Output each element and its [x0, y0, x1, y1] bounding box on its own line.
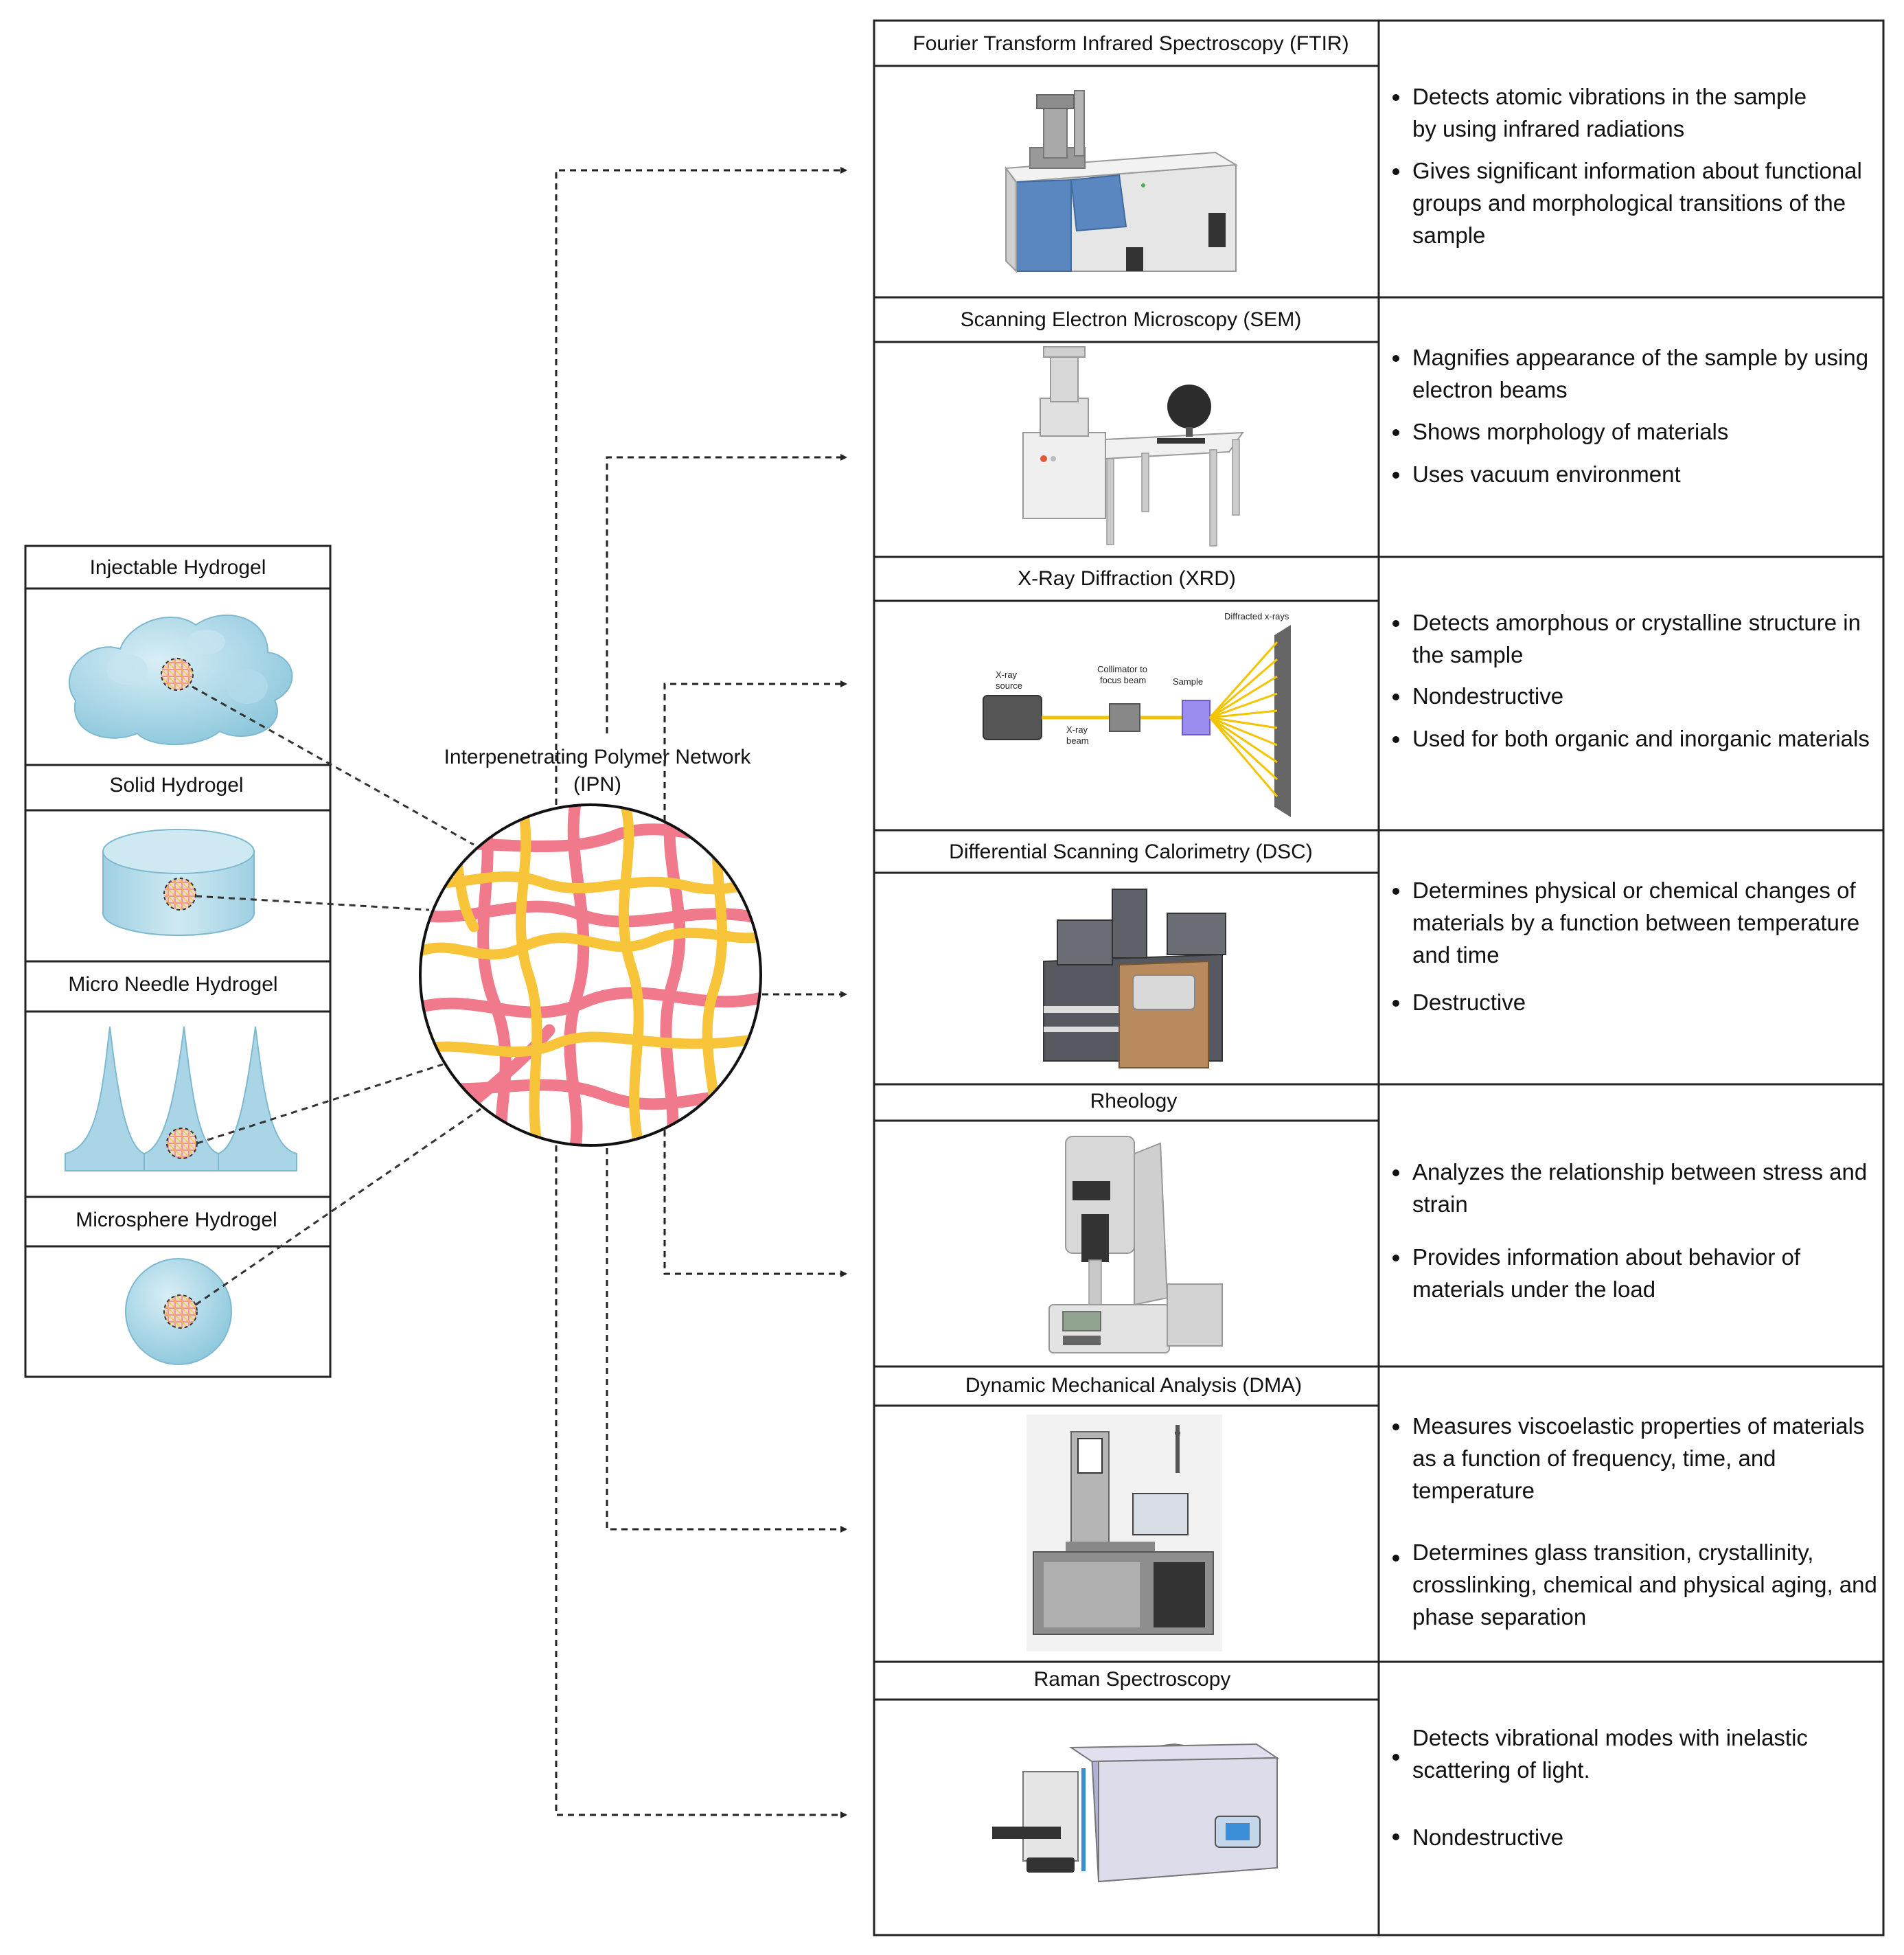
hydrogel-panel: Injectable Hydrogel Solid Hydrogel Micro…: [24, 545, 332, 1378]
bullet-text: Used for both organic and inorganic mate…: [1412, 726, 1870, 751]
bullet-text: Gives significant information about func…: [1412, 158, 1862, 183]
bullet-text: Detects atomic vibrations in the sample: [1412, 84, 1806, 109]
bullet-text: Nondestructive: [1412, 683, 1563, 709]
dsc-instrument-icon: [1043, 889, 1226, 1068]
dma-instrument-icon: [1026, 1415, 1222, 1651]
technique-title-sem: Scanning Electron Microscopy (SEM): [961, 308, 1302, 331]
bullet-text: and time: [1412, 942, 1500, 968]
technique-connectors: [555, 167, 847, 1818]
ftir-instrument-icon: [1005, 90, 1239, 273]
xrd-label-source: source: [996, 681, 1022, 691]
ipn-network: Interpenetrating Polymer Network (IPN): [419, 746, 762, 1147]
bullet-text: strain: [1412, 1191, 1468, 1217]
xrd-label-diffracted: Diffracted x-rays: [1224, 611, 1289, 621]
bullet-text: Destructive: [1412, 990, 1526, 1015]
technique-title-dsc: Differential Scanning Calorimetry (DSC): [949, 841, 1313, 863]
technique-title-xrd: X-Ray Diffraction (XRD): [1018, 567, 1236, 590]
bullet-text: electron beams: [1412, 377, 1568, 402]
rheometer-icon: [1048, 1136, 1223, 1353]
bullet-text: Provides information about behavior of: [1412, 1244, 1801, 1270]
bullet-text: phase separation: [1412, 1604, 1586, 1630]
technique-title-dma: Dynamic Mechanical Analysis (DMA): [965, 1374, 1302, 1397]
hydrogel-connectors: [192, 685, 481, 1306]
hydrogel-title-injectable: Injectable Hydrogel: [90, 556, 266, 579]
bullet-text: Detects vibrational modes with inelastic: [1412, 1725, 1808, 1750]
bullet-text: Nondestructive: [1412, 1825, 1563, 1850]
technique-descriptions: Detects atomic vibrations in the sample …: [1392, 84, 1877, 1850]
xrd-label-beam: X-ray: [1066, 724, 1088, 735]
bullet-text: as a function of frequency, time, and: [1412, 1445, 1776, 1471]
bullet-text: materials by a function between temperat…: [1412, 910, 1859, 935]
technique-title-ftir: Fourier Transform Infrared Spectroscopy …: [913, 32, 1349, 55]
hydrogel-title-microsphere: Microsphere Hydrogel: [76, 1209, 277, 1231]
techniques-table: [873, 19, 1885, 1936]
bullet-text: Magnifies appearance of the sample by us…: [1412, 345, 1868, 370]
bullet-text: Uses vacuum environment: [1412, 461, 1681, 487]
technique-title-raman: Raman Spectroscopy: [1034, 1668, 1231, 1691]
bullet-text: materials under the load: [1412, 1277, 1655, 1302]
bullet-text: Measures viscoelastic properties of mate…: [1412, 1413, 1864, 1439]
bullet-text: Detects amorphous or crystalline structu…: [1412, 610, 1861, 635]
bullet-text: Determines physical or chemical changes …: [1412, 878, 1856, 903]
bullet-text: Shows morphology of materials: [1412, 419, 1728, 444]
hydrogel-title-microneedle: Micro Needle Hydrogel: [68, 973, 277, 996]
bullet-text: temperature: [1412, 1478, 1535, 1503]
xrd-label-source: X-ray: [996, 670, 1018, 680]
hydrogel-title-solid: Solid Hydrogel: [109, 774, 243, 797]
technique-title-rheology: Rheology: [1090, 1090, 1178, 1112]
xrd-setup-icon: X-ray source Collimator to focus beam Sa…: [983, 611, 1291, 817]
injectable-hydrogel-icon: [68, 614, 293, 746]
ipn-title: Interpenetrating Polymer Network: [444, 746, 752, 768]
bullet-text: Determines glass transition, crystallini…: [1412, 1540, 1813, 1565]
microneedle-hydrogel-icon: [65, 1026, 297, 1171]
technique-titles: Fourier Transform Infrared Spectroscopy …: [913, 32, 1349, 1691]
bullet-text: sample: [1412, 222, 1485, 248]
bullet-text: by using infrared radiations: [1412, 116, 1684, 141]
bullet-text: Analyzes the relationship between stress…: [1412, 1159, 1867, 1185]
bullet-text: crosslinking, chemical and physical agin…: [1412, 1572, 1877, 1597]
bullet-text: groups and morphological transitions of …: [1412, 190, 1846, 216]
bullet-text: the sample: [1412, 642, 1523, 667]
raman-spectrometer-icon: [992, 1743, 1280, 1883]
microsphere-hydrogel-icon: [125, 1258, 232, 1365]
xrd-label-beam: beam: [1066, 735, 1089, 746]
ipn-subtitle: (IPN): [573, 773, 621, 796]
bullet-text: scattering of light.: [1412, 1757, 1590, 1783]
xrd-label-sample: Sample: [1173, 676, 1203, 687]
solid-hydrogel-icon: [102, 829, 255, 936]
xrd-label-collimator: focus beam: [1100, 675, 1146, 685]
sem-instrument-icon: [1022, 346, 1245, 547]
xrd-label-collimator: Collimator to: [1097, 664, 1147, 674]
